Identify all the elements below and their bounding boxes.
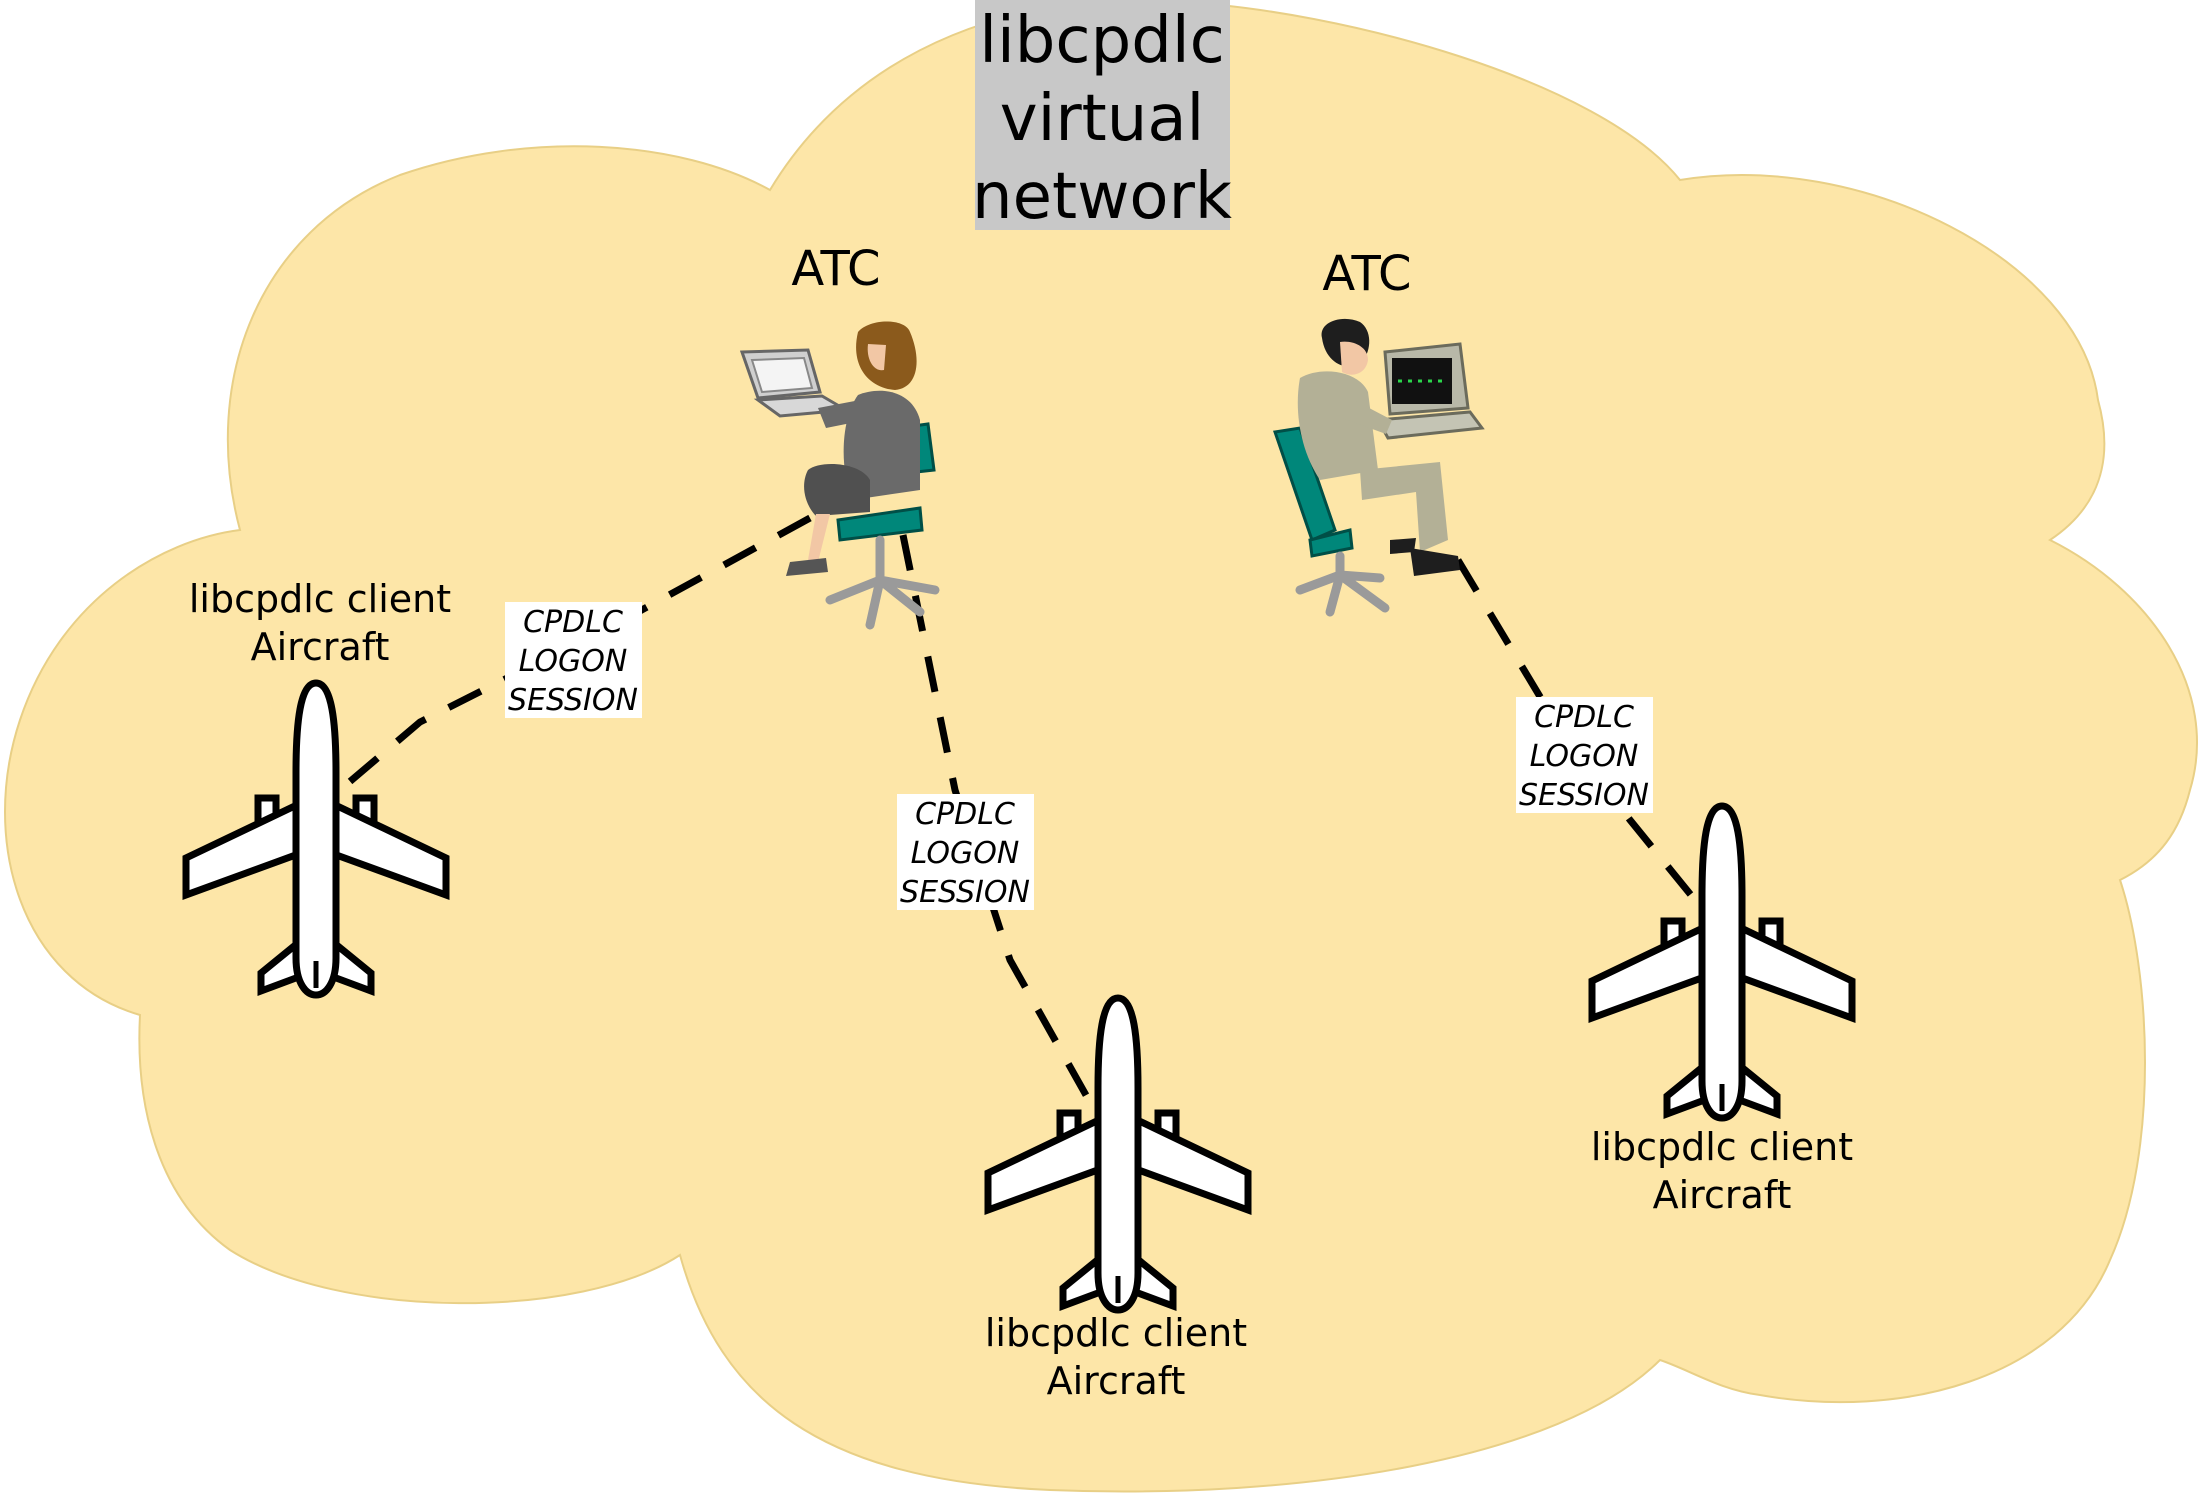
session-center-line-1: CPDLC: [915, 797, 1015, 832]
session-left-line-3: SESSION: [508, 683, 638, 718]
session-label-left: CPDLC LOGON SESSION: [505, 602, 642, 718]
woman-operator-icon: [786, 321, 920, 576]
title-line-1: libcpdlc: [979, 4, 1225, 78]
aircraft-left-line-2: Aircraft: [251, 625, 390, 669]
connection-center: [899, 534, 1104, 1122]
session-left-line-1: CPDLC: [523, 605, 623, 640]
aircraft-center-line-2: Aircraft: [1047, 1359, 1186, 1403]
desktop-monitor-icon: [1375, 342, 1485, 440]
aircraft-right-line-2: Aircraft: [1653, 1173, 1792, 1217]
session-label-right-bg: [1516, 697, 1653, 813]
atc-label-right: ATC: [1322, 246, 1411, 302]
session-label-center: CPDLC LOGON SESSION: [897, 794, 1034, 910]
diagram-title: libcpdlc virtual network: [972, 0, 1232, 234]
title-line-3: network: [972, 160, 1232, 234]
title-line-2: virtual: [1000, 82, 1205, 156]
session-right-line-2: LOGON: [1530, 739, 1639, 774]
office-chair-icon-right: [1273, 426, 1390, 617]
atc-operator-desktop: [1273, 318, 1485, 617]
aircraft-center: libcpdlc client Aircraft: [985, 998, 1248, 1403]
aircraft-right-line-1: libcpdlc client: [1591, 1125, 1853, 1169]
session-right-line-3: SESSION: [1519, 778, 1649, 813]
session-left-line-2: LOGON: [519, 644, 628, 679]
session-right-line-1: CPDLC: [1534, 700, 1634, 735]
aircraft-center-line-1: libcpdlc client: [985, 1311, 1247, 1355]
atc-label-left: ATC: [791, 241, 880, 297]
atc-operator-laptop: [739, 321, 940, 630]
aircraft-left: libcpdlc client Aircraft: [186, 577, 451, 995]
session-label-center-bg: [897, 794, 1034, 910]
session-label-right: CPDLC LOGON SESSION: [1516, 697, 1653, 813]
aircraft-left-line-1: libcpdlc client: [189, 577, 451, 621]
man-operator-icon: [1297, 318, 1460, 576]
session-label-left-bg: [505, 602, 642, 718]
session-center-line-2: LOGON: [911, 836, 1020, 871]
title-background: [975, 0, 1230, 230]
aircraft-right: libcpdlc client Aircraft: [1591, 806, 1853, 1217]
session-center-line-3: SESSION: [900, 875, 1030, 910]
network-cloud: [4, 0, 2199, 1493]
connection-right: [1454, 558, 1698, 903]
